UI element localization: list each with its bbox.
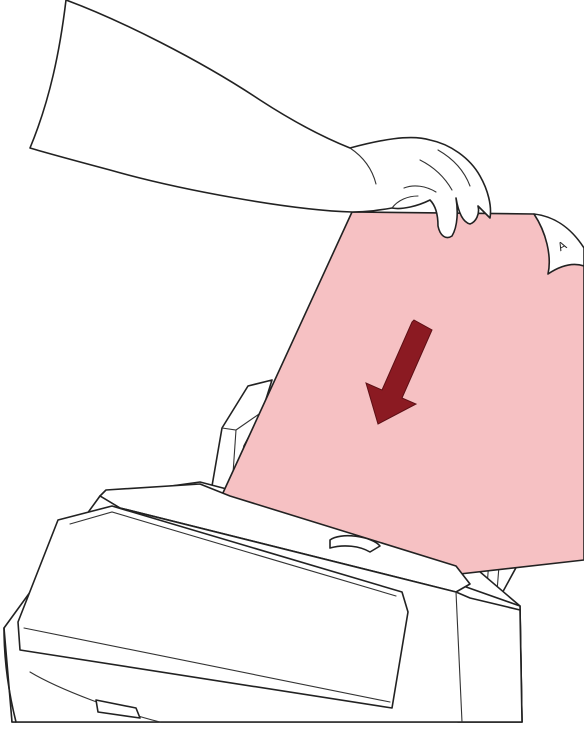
hand-illustration — [30, 0, 491, 238]
